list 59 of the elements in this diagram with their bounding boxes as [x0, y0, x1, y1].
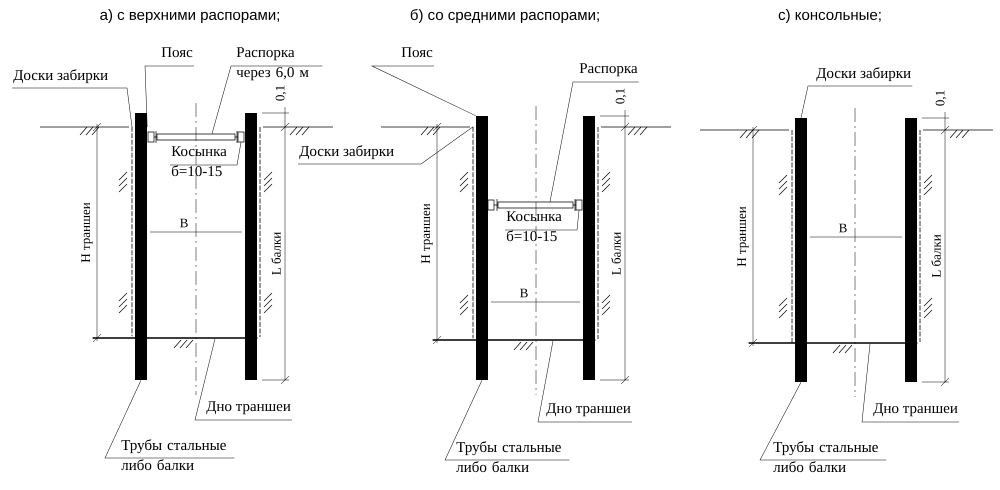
callout-text: Косынка б=10-15 [172, 146, 227, 176]
leader-line [144, 66, 194, 128]
callout-text: Пояс [402, 47, 432, 58]
callout-text: Распорка через 6,0 м [236, 47, 309, 80]
strut [156, 134, 236, 140]
dimension-label: H траншеи [737, 206, 749, 266]
leader-line [104, 380, 235, 458]
dimension-label: H траншеи [421, 204, 433, 264]
leader-line [12, 88, 132, 128]
callout-text: Доски забирки [816, 67, 911, 82]
dimension-label: H траншеи [81, 202, 93, 262]
leader-line [194, 338, 292, 420]
dimension-label: L балки [611, 232, 621, 275]
callout-text: Трубы стальные либо балки [456, 441, 561, 472]
gusset [148, 132, 154, 142]
leader-line [504, 210, 580, 230]
trench-bottom-line [432, 339, 596, 341]
callout-text: Дно траншеи [546, 403, 631, 416]
dimension-label: 0,1 [616, 88, 626, 104]
dimension-label: L балки [931, 234, 941, 278]
leader-line [760, 382, 887, 460]
callout-text: Распорка [580, 63, 638, 76]
dimension-label: 0,1 [936, 90, 946, 106]
leader-line [550, 82, 640, 202]
dimension-label: В [520, 288, 528, 298]
leader-line [298, 126, 474, 164]
panel-title: а) с верхними распорами; [100, 9, 280, 23]
callout-text: Пояс [162, 47, 192, 58]
gusset [238, 132, 244, 142]
leader-line [800, 86, 913, 118]
leader-line [372, 66, 476, 116]
steel-pile [135, 113, 147, 380]
callout-text: Доски забирки [13, 69, 108, 84]
callout-text: Дно траншеи [206, 401, 290, 414]
callout-text: Трубы стальные либо балки [121, 439, 226, 470]
leader-line [444, 380, 570, 460]
callout-text: Дно траншеи [873, 403, 958, 416]
steel-pile [476, 116, 488, 380]
dimension-label: В [839, 224, 847, 232]
dimension-label: L балки [271, 232, 281, 275]
panel-title: б) со средними распорами; [410, 8, 599, 24]
trench-bottom-line [748, 342, 918, 344]
strut [498, 202, 574, 208]
steel-pile [905, 118, 918, 382]
leader-line [212, 66, 323, 134]
callout-text: Косынка б=10-15 [506, 211, 562, 242]
steel-pile [583, 116, 595, 380]
dimension-label: В [180, 218, 188, 228]
trench-bottom-line [92, 337, 258, 339]
leader-line [170, 142, 242, 166]
leader-line [538, 340, 632, 422]
callout-text: Доски забирки [299, 145, 394, 160]
panel-title: с) консольные; [778, 9, 881, 23]
leader-line [862, 344, 960, 422]
steel-pile [245, 113, 257, 380]
dimension-label: 0,1 [276, 86, 286, 101]
steel-pile [795, 118, 808, 382]
gusset [576, 200, 582, 210]
callout-text: Трубы стальные либо балки [773, 441, 878, 472]
